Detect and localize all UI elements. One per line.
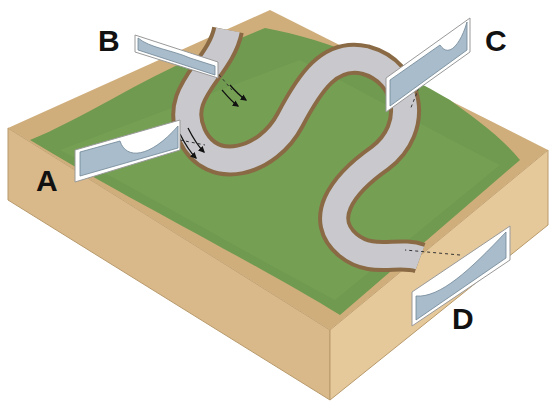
section-letter: B bbox=[98, 26, 120, 56]
flow-arrow bbox=[222, 90, 238, 106]
section-letter: C bbox=[485, 26, 507, 56]
river-bank bbox=[187, 30, 420, 258]
flow-arrow bbox=[188, 128, 204, 152]
cross-section-b bbox=[135, 35, 218, 78]
cross-section-a bbox=[75, 120, 180, 182]
flow-arrow bbox=[180, 134, 196, 158]
section-letter: D bbox=[452, 304, 474, 334]
floodplain-shade bbox=[60, 60, 500, 300]
flow-arrow bbox=[230, 85, 246, 100]
cross-section-c bbox=[386, 18, 470, 112]
section-letter: A bbox=[36, 166, 58, 196]
river-water bbox=[187, 30, 420, 258]
valley-wall bbox=[8, 10, 548, 330]
